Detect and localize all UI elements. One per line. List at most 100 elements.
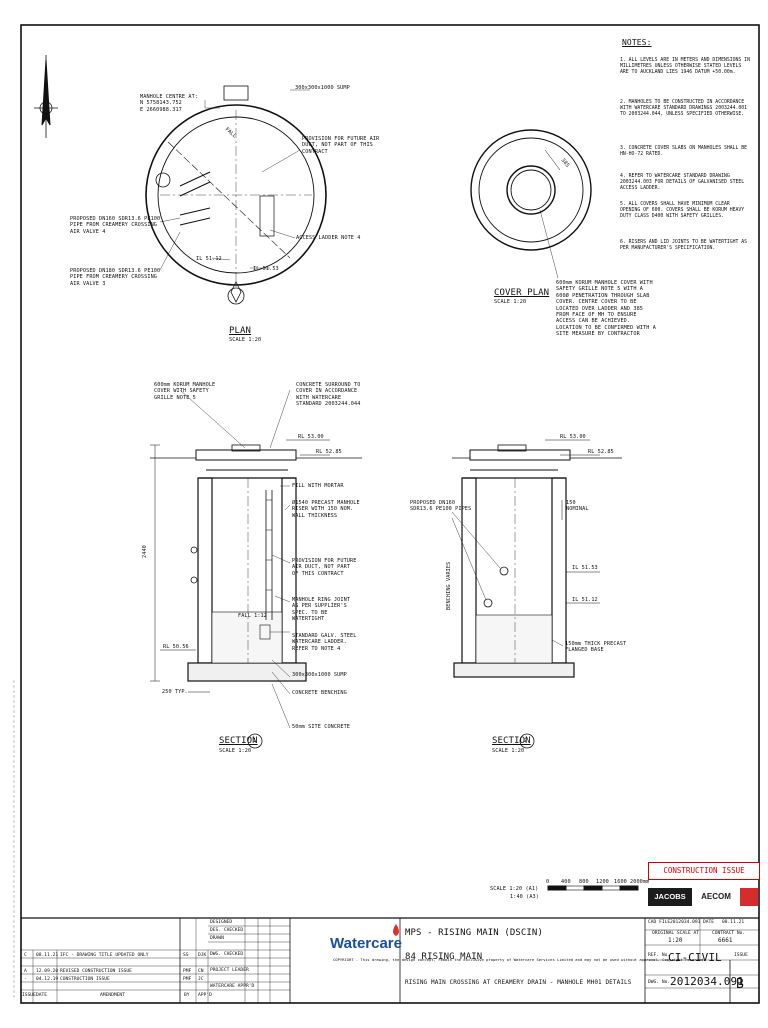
cover-plan [470,129,592,279]
watercare-logo: Watercare [330,935,402,952]
scale-tick-4: 1600 [614,879,627,885]
plan-pipe-1-label: PROPOSED DN160 SDR13.6 PE100 PIPE FROM C… [70,216,161,235]
note-6: 6. RISERS AND LID JOINTS TO BE WATERTIGH… [620,240,748,252]
note-3: 3. CONCRETE COVER SLABS ON MANHOLES SHAL… [620,146,748,158]
scale-tick-1: 400 [561,879,571,885]
field-watercare-apprd: WATERCARE APPR'D [210,984,255,989]
rev-2-by: PMF [183,969,192,974]
rev-header-issue: ISSUE [22,993,36,998]
issue-value: B [736,977,744,992]
rev-1-amendment: IFC - DRAWING TITLE UPDATED ONLY [60,953,149,958]
scale-bar [547,885,639,891]
cad-file-value: 2012034.091 [670,920,701,925]
date-value: 08.11.21 [722,920,745,925]
field-project-leader: PROJECT LEADER [210,968,249,973]
s2-nominal: 150 NOMINAL [566,500,589,513]
rev-2-amendment: REVISED CONSTRUCTION ISSUE [60,969,132,974]
s1-ladder: STANDARD GALV. STEEL WATERCARE LADDER. R… [292,633,357,652]
scale-label-2: 1:40 (A3) [510,894,540,900]
section-2-title: SECTION [492,736,531,746]
s1-rl-top: RL 53.00 [298,434,324,440]
rev-3-issue: - [24,977,27,982]
rev-3-by: PMF [183,977,192,982]
cover-plan-title: COVER PLAN [494,288,550,298]
field-issue: ISSUE [734,953,748,958]
note-1: 1. ALL LEVELS ARE IN METERS AND DIMENSIO… [620,58,750,76]
plan-manhole [145,85,327,305]
rev-1-date: 08.11.21 [36,953,59,958]
plan-manhole-centre: MANHOLE CENTRE AT: N 5758143.752 E 26609… [140,94,199,113]
rev-header-date: DATE [36,993,48,998]
s2-il-2: IL 51.12 [572,597,598,603]
rev-3-appd: JC [198,977,204,982]
s1-sump: 300x300x1000 SUMP [292,672,347,678]
section-1-scale: SCALE 1:20 [219,748,252,754]
section-2-leaders [451,511,564,647]
plan-sump-label: 300x300x1000 SUMP [295,85,350,91]
plan-il-2: IL 51.53 [253,266,279,272]
rev-header-amendment: AMENDMENT [100,993,125,998]
construction-issue-badge: CONSTRUCTION ISSUE [648,862,760,880]
rev-2-appd: CN [198,969,204,974]
cover-callout: 600mm KORUM MANHOLE COVER WITH SAFETY GR… [556,280,656,338]
s1-cover-label: 600mm KORUM MANHOLE COVER WITH SAFETY GR… [154,382,216,401]
plan-ladder-label: ACCESS LADDER NOTE 4 [296,235,361,241]
field-designed: DESIGNED [210,920,233,925]
section-2-num: 2 [524,738,528,744]
s1-ring: MANHOLE RING JOINT AS PER SUPPLIER'S SPE… [292,597,351,623]
plan-il-1: IL 51.12 [196,256,222,262]
copyright-text: COPYRIGHT - This drawing, the design con… [333,957,706,962]
plan-leaders [159,89,310,271]
aecom-logo: AECOM [701,892,731,901]
s1-rl-base: RL 50.56 [163,644,189,650]
scale-tick-3: 1200 [596,879,609,885]
rev-2-issue: A [24,969,27,974]
s1-precast: Ø1540 PRECAST MANHOLE RISER WITH 150 NOM… [292,500,360,519]
rev-3-date: 04.12.19 [36,977,59,982]
revision-grid [21,918,759,1003]
scale-tick-5: 2000mm [630,879,650,885]
s2-rl-gl: RL 52.85 [588,449,614,455]
rev-header-appd: APP'D [198,993,212,998]
field-drawn: DRAWN [210,936,224,941]
s2-pipes: PROPOSED DN160 SDR13.6 PE100 PIPES [410,500,472,513]
s1-site-concrete: 50mm SITE CONCRETE [292,724,351,730]
rev-1-issue: C [24,953,27,958]
section-1-leaders [179,389,291,729]
section-1-num: 1 [253,738,257,744]
s2-il-1: IL 51.53 [572,565,598,571]
original-scale-value: 1:20 [668,937,683,944]
ref-no-value: CI-CIVIL [668,951,722,964]
project-line-2: 84 RISING MAIN [405,952,483,962]
drawing-title: RISING MAIN CROSSING AT CREAMERY DRAIN -… [405,979,632,986]
s1-typ: 250 TYP. [162,689,188,695]
rev-header-by: BY [184,993,190,998]
field-dwg-no: DWG. No. [648,980,671,985]
contract-no-value: 6661 [718,937,733,944]
note-4: 4. REFER TO WATERCARE STANDARD DRAWING 2… [620,174,745,192]
rev-1-appd: DJK [198,953,207,958]
field-ref-no: REF. No. [648,953,671,958]
sheet-border [20,24,760,1004]
plan-provision-label: PROVISION FOR FUTURE AIR DUCT, NOT PART … [302,136,380,155]
partner-logo-icon [740,888,758,906]
field-contract-no: CONTRACT No. [712,931,746,936]
rev-1-by: SS [183,953,189,958]
rev-2-date: 12.09.20 [36,969,59,974]
section-2 [452,439,622,749]
watercare-drop-icon [393,924,399,936]
s1-provision: PROVISION FOR FUTURE AIR DUCT, NOT PART … [292,558,357,577]
dwg-no-value: 2012034.091 [670,975,744,988]
notes-heading: NOTES: [622,38,652,47]
plan-title: PLAN [229,326,252,336]
field-date: DATE [703,920,715,925]
s1-mortar: FILL WITH MORTAR [292,483,344,489]
s1-rl-gl: RL 52.85 [316,449,342,455]
rev-3-amendment: CONSTRUCTION ISSUE [60,977,110,982]
scale-label: SCALE 1:20 (A1) [490,886,539,892]
jacobs-logo: JACOBS [648,888,692,906]
section-2-scale: SCALE 1:20 [492,748,525,754]
field-des-checked: DES. CHECKED [210,928,244,933]
